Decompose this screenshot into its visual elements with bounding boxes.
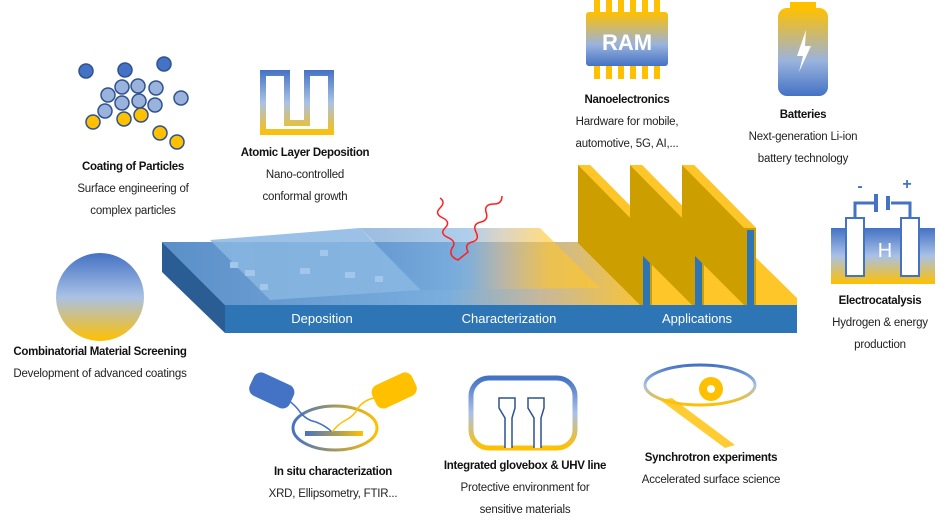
description: Hardware for mobile,: [575, 116, 679, 128]
stage-deposition: Deposition: [291, 311, 353, 326]
description: Development of advanced coatings: [13, 368, 187, 380]
glovebox-block: Integrated glovebox & UHV line Protectiv…: [443, 455, 607, 521]
xray-beam-icon: [436, 195, 503, 261]
glovebox-icon: [468, 375, 578, 451]
title: In situ characterization: [273, 466, 393, 478]
electrolyzer-icon: [831, 194, 935, 284]
description: Protective environment for: [460, 482, 590, 494]
electrocatalysis-block: Electrocatalysis Hydrogen & energy produ…: [832, 290, 928, 356]
ram-label: RAM: [601, 30, 653, 55]
description: Next-generation Li-ion: [748, 131, 858, 143]
title: Coating of Particles: [81, 161, 184, 173]
in-situ-icon: [249, 372, 417, 452]
electrolyzer-label: H: [877, 240, 893, 262]
in-situ-block: In situ characterization XRD, Ellipsomet…: [269, 461, 398, 505]
description: automotive, 5G, AI,...: [575, 138, 679, 150]
title: Atomic Layer Deposition: [240, 147, 370, 159]
batteries-block: Batteries Next-generation Li-ion battery…: [749, 104, 858, 170]
description: conformal growth: [262, 191, 348, 203]
applications-fins: [578, 165, 756, 305]
minus-sign: -: [857, 178, 863, 195]
battery-icon: [778, 2, 828, 96]
description: battery technology: [757, 153, 849, 165]
combinatorial-block: Combinatorial Material Screening Develop…: [13, 341, 187, 385]
description: complex particles: [90, 205, 176, 217]
plus-sign: +: [902, 176, 912, 193]
description: XRD, Ellipsometry, FTIR...: [268, 488, 398, 500]
description: production: [854, 339, 906, 351]
title: Electrocatalysis: [838, 295, 922, 307]
title: Nanoelectronics: [584, 94, 670, 106]
description: Hydrogen & energy: [832, 317, 928, 329]
title: Combinatorial Material Screening: [13, 346, 187, 358]
coating-sphere-icon: [56, 253, 144, 341]
nanoelectronics-block: Nanoelectronics Hardware for mobile, aut…: [576, 89, 679, 155]
stage-characterization: Characterization: [461, 311, 557, 326]
particles-icon: [78, 56, 189, 150]
description: Surface engineering of: [77, 183, 189, 195]
title: Integrated glovebox & UHV line: [443, 460, 607, 472]
description: Nano-controlled: [265, 169, 345, 181]
ald-block: Atomic Layer Deposition Nano-controlled …: [241, 142, 370, 208]
platform-slab: [162, 165, 797, 333]
coating-particles-block: Coating of Particles Surface engineering…: [77, 156, 189, 222]
title: Batteries: [779, 109, 827, 121]
synchrotron-icon: [643, 363, 757, 448]
synchrotron-block: Synchrotron experiments Accelerated surf…: [641, 447, 781, 491]
description: Accelerated surface science: [641, 474, 781, 486]
stage-applications: Applications: [661, 311, 733, 326]
title: Synchrotron experiments: [644, 452, 778, 464]
description: sensitive materials: [479, 504, 571, 516]
ram-chip-icon: [586, 0, 668, 79]
